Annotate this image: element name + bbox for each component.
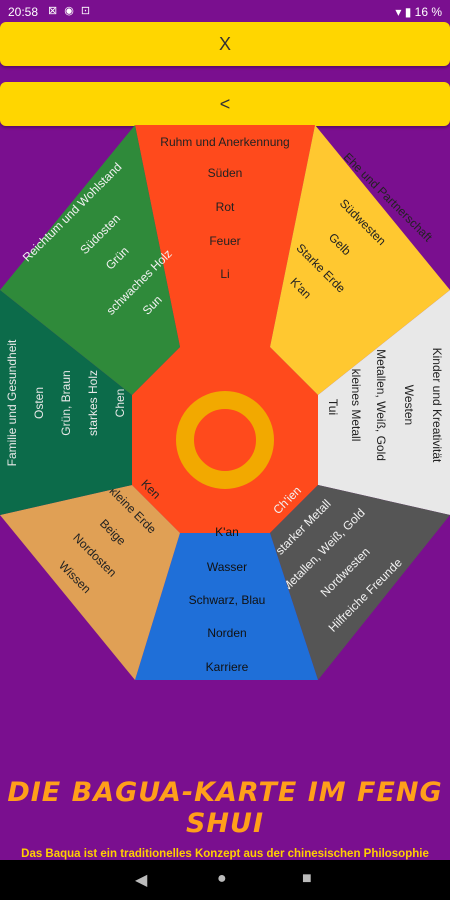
page-title: DIE BAGUA-KARTE IM FENG SHUI [7, 777, 443, 839]
west-label-2: Westen [402, 385, 416, 425]
page-subtitle: Das Baqua ist ein traditionelles Konzept… [21, 848, 429, 860]
sector-northeast [0, 485, 180, 680]
nav-recents-icon[interactable]: ■ [302, 870, 312, 887]
west-label-1: Kinder und Kreativität [430, 348, 444, 463]
south-label-5: Li [220, 267, 229, 281]
east-label-5: Chen [113, 389, 127, 418]
east-label-2: Osten [32, 387, 46, 419]
west-label-5: Tui [326, 399, 340, 415]
west-label-4: kleines Metall [349, 369, 363, 442]
north-label-4: Norden [207, 626, 246, 640]
bagua-map: Ruhm und Anerkennung Süden Rot Feuer Li … [0, 125, 450, 680]
sector-northwest [270, 485, 450, 680]
north-label-2: Wasser [207, 560, 247, 574]
south-label-4: Feuer [209, 234, 240, 248]
north-label-5: Karriere [206, 660, 249, 674]
system-nav-bar: ◀ ● ■ [0, 860, 450, 900]
nav-home-icon[interactable]: ● [217, 870, 227, 887]
sector-north [135, 533, 318, 680]
sector-east [0, 290, 132, 515]
north-label-3: Schwarz, Blau [189, 593, 266, 607]
north-label-1: K'an [215, 525, 239, 539]
status-bar: 20:58 ⊠ ◉ ⊡ ▾ ▮ 16 % [0, 0, 450, 24]
sector-west [318, 290, 450, 515]
close-button[interactable]: X [0, 22, 450, 66]
status-time: 20:58 [8, 5, 39, 19]
west-label-3: Metallen, Weiß, Gold [374, 349, 388, 461]
south-label-2: Süden [208, 166, 243, 180]
sector-southwest [270, 125, 450, 395]
east-label-1: Familie und Gesundheit [5, 339, 19, 466]
center-octagon [132, 347, 318, 533]
east-label-4: starkes Holz [86, 370, 100, 436]
sector-southeast [0, 125, 180, 395]
center-ring [176, 391, 274, 489]
notification-icons: ⊠ ◉ ⊡ [48, 5, 93, 17]
south-label-3: Rot [216, 200, 235, 214]
back-button[interactable]: < [0, 82, 450, 126]
battery-indicator: ▾ ▮ 16 % [395, 5, 442, 19]
south-label-1: Ruhm und Anerkennung [160, 135, 289, 149]
nav-back-icon[interactable]: ◀ [135, 872, 148, 889]
sector-south [135, 125, 315, 347]
east-label-3: Grün, Braun [59, 370, 73, 435]
footer: DIE BAGUA-KARTE IM FENG SHUI Das Baqua i… [0, 752, 450, 867]
